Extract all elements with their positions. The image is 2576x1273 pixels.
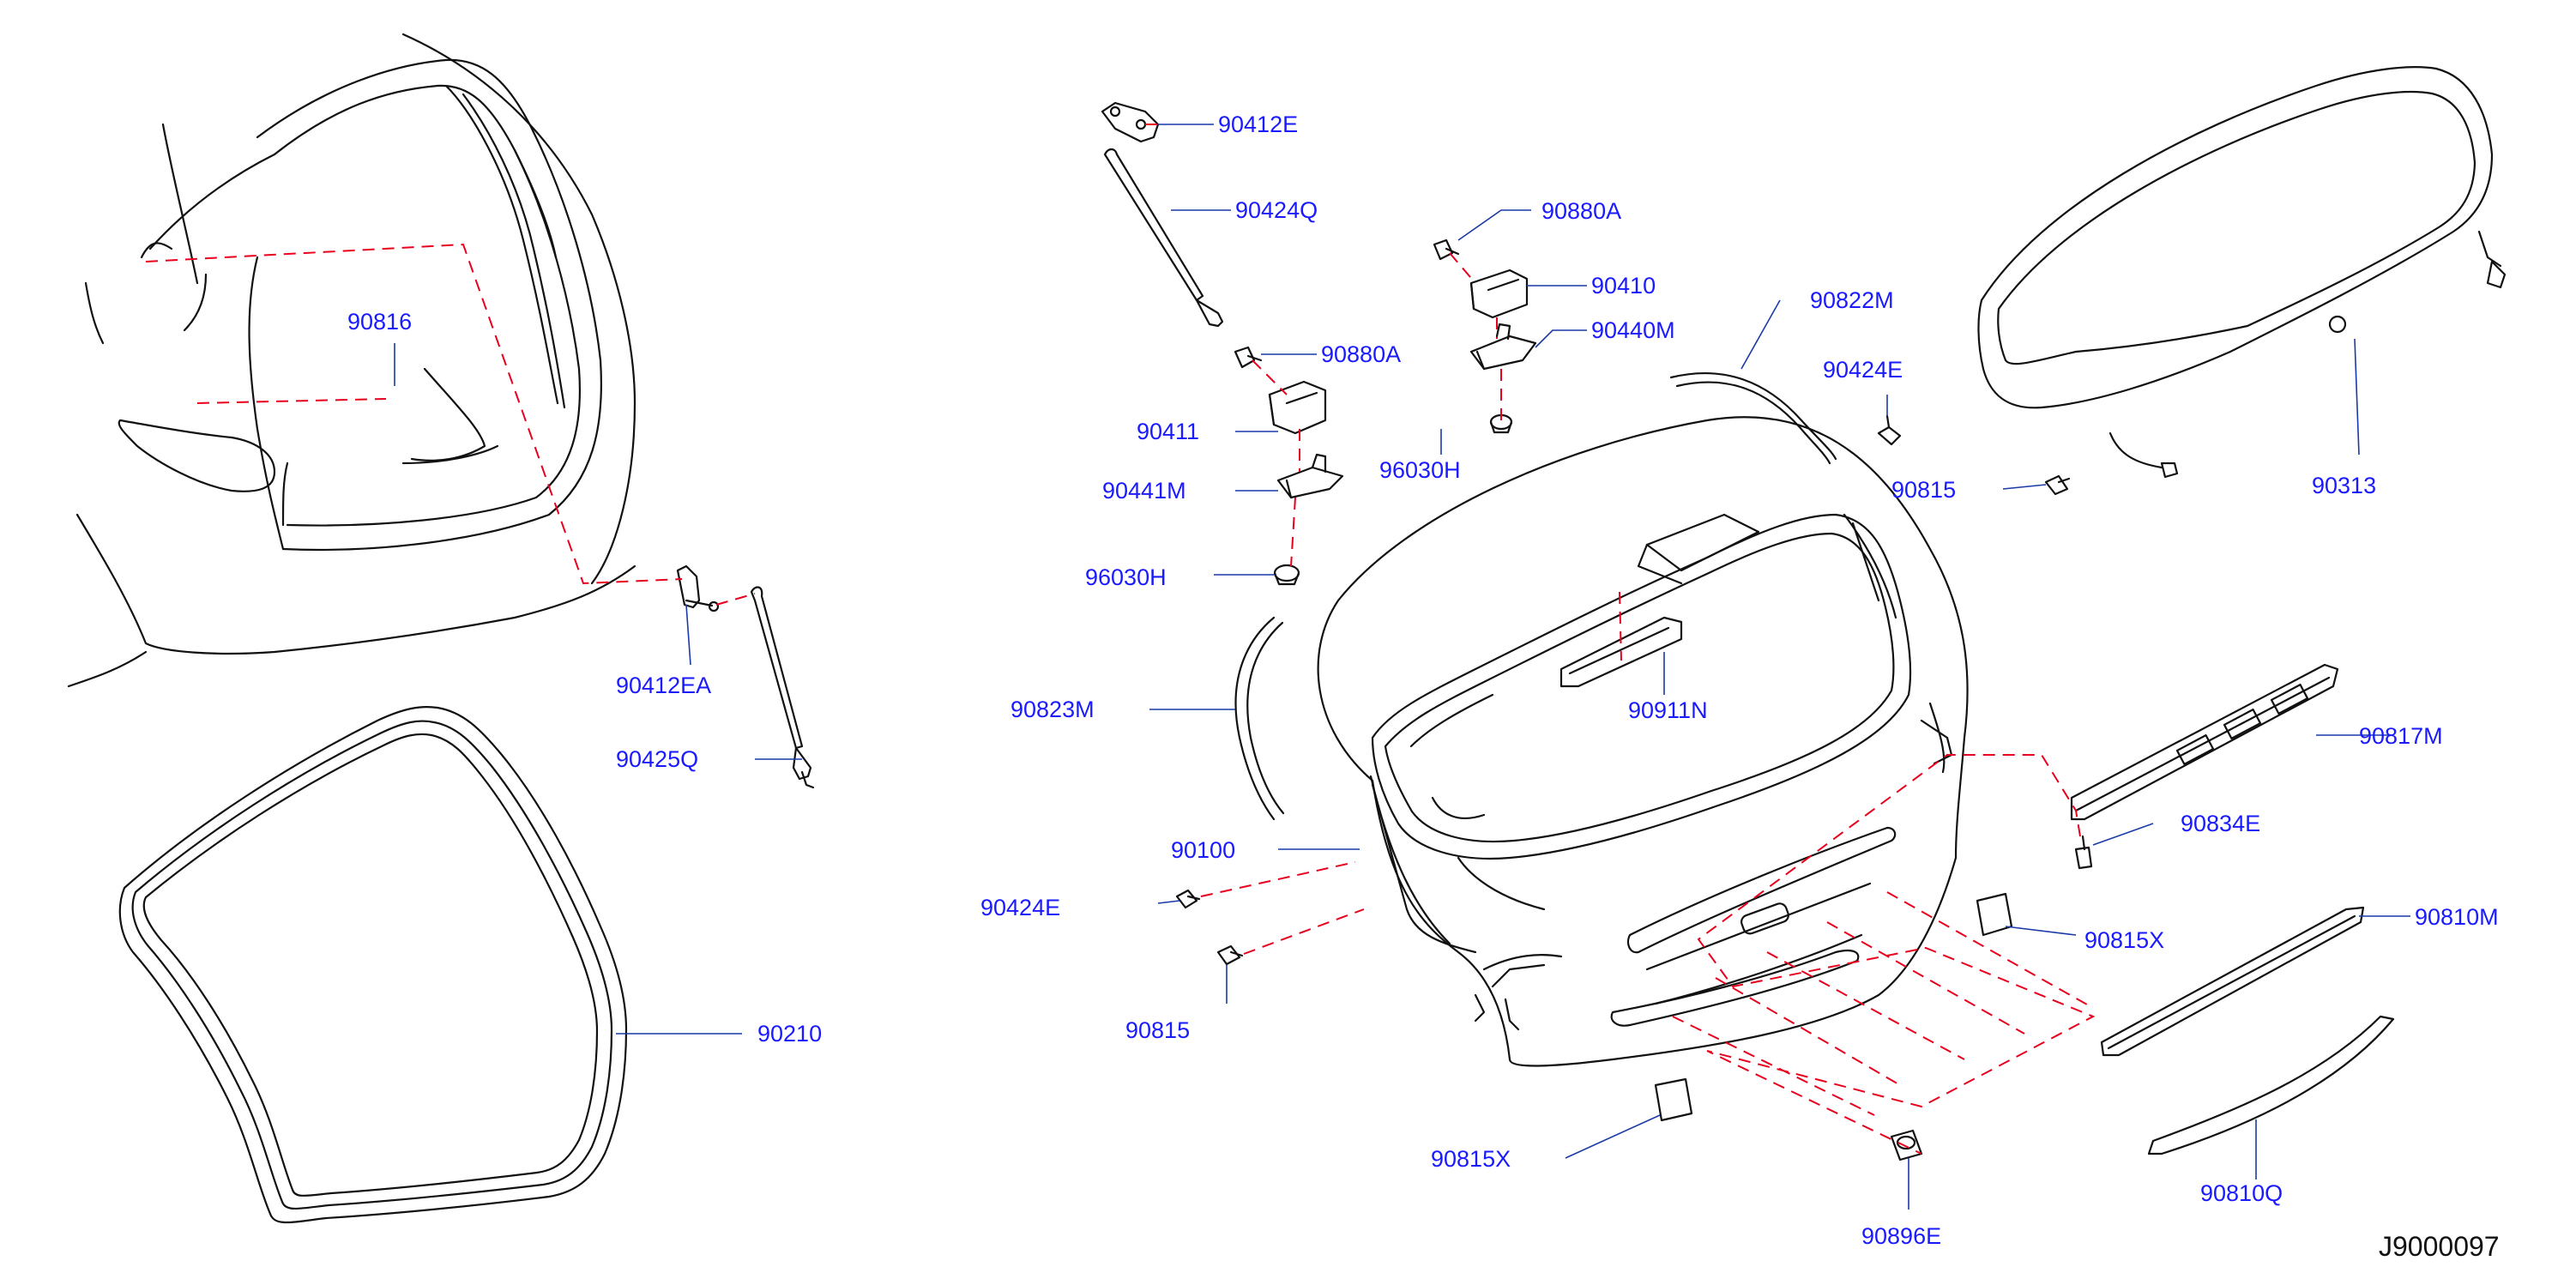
- bolt-drawings: [1234, 238, 1460, 369]
- back-window-glass-drawing: [1977, 66, 2507, 479]
- right-hinge-and-strut-drawing: [1101, 101, 1224, 328]
- garnish-lower-drawing: [2147, 1015, 2395, 1155]
- label-leader-lines: [394, 124, 2410, 1210]
- part-label-96030H-lower: 96030H: [1085, 564, 1167, 590]
- lower-hinge-bracket-drawing: [1268, 380, 1344, 499]
- grommet-drawing: [1890, 1129, 1923, 1161]
- part-label-90441M: 90441M: [1102, 478, 1186, 504]
- part-label-90815-lower: 90815: [1125, 1017, 1191, 1043]
- part-label-90911N: 90911N: [1628, 697, 1708, 723]
- part-label-90313: 90313: [2312, 473, 2377, 498]
- part-label-90411: 90411: [1137, 419, 1200, 444]
- part-label-90810M: 90810M: [2415, 904, 2499, 930]
- part-label-90817M: 90817M: [2359, 723, 2443, 749]
- weatherstrip-seal-drawing: [118, 705, 628, 1224]
- diagram-reference-id: J9000097: [2379, 1231, 2500, 1262]
- part-label-96030H-upper: 96030H: [1379, 457, 1461, 483]
- part-label-90880A-lower: 90880A: [1321, 341, 1402, 367]
- upper-hinge-bracket-drawing: [1469, 268, 1537, 371]
- vehicle-body-outline: [67, 33, 636, 688]
- part-label-90810Q: 90810Q: [2200, 1180, 2283, 1206]
- part-label-90210: 90210: [757, 1021, 823, 1047]
- part-label-90100: 90100: [1171, 837, 1236, 863]
- pad-drawings: [1654, 892, 2013, 1122]
- part-label-90424E-upper: 90424E: [1823, 357, 1903, 383]
- part-label-90412EA: 90412EA: [616, 673, 712, 698]
- part-label-90815X-left: 90815X: [1431, 1146, 1511, 1172]
- fastener-drawings: [1175, 414, 2093, 966]
- part-label-90424E-lower: 90424E: [980, 895, 1061, 920]
- part-label-90815-upper: 90815: [1891, 477, 1957, 503]
- part-label-90822M: 90822M: [1810, 287, 1894, 313]
- part-label-90896E: 90896E: [1861, 1223, 1942, 1249]
- part-label-90425Q: 90425Q: [616, 746, 699, 772]
- left-hinge-and-strut-drawing: [676, 564, 815, 789]
- part-label-90816: 90816: [347, 309, 413, 335]
- part-label-90880A-upper: 90880A: [1541, 198, 1622, 224]
- garnish-upper-drawing: [2100, 906, 2365, 1057]
- back-door-finisher-drawing: [2070, 663, 2339, 821]
- back-door-panel-drawing: [1317, 416, 1969, 1067]
- part-label-90424Q: 90424Q: [1235, 197, 1318, 223]
- part-label-90815X-right: 90815X: [2084, 927, 2165, 953]
- part-label-90412E: 90412E: [1218, 112, 1299, 137]
- side-moulding-drawing: [1234, 616, 1285, 821]
- part-label-90834E: 90834E: [2181, 811, 2261, 836]
- clip-drawings: [1273, 413, 1513, 586]
- assembly-dashed-lines: [145, 124, 2096, 1155]
- part-label-90823M: 90823M: [1010, 697, 1095, 722]
- upper-moulding-drawing: [1669, 371, 1837, 465]
- part-label-90410: 90410: [1591, 273, 1656, 299]
- part-label-90440M: 90440M: [1591, 317, 1675, 343]
